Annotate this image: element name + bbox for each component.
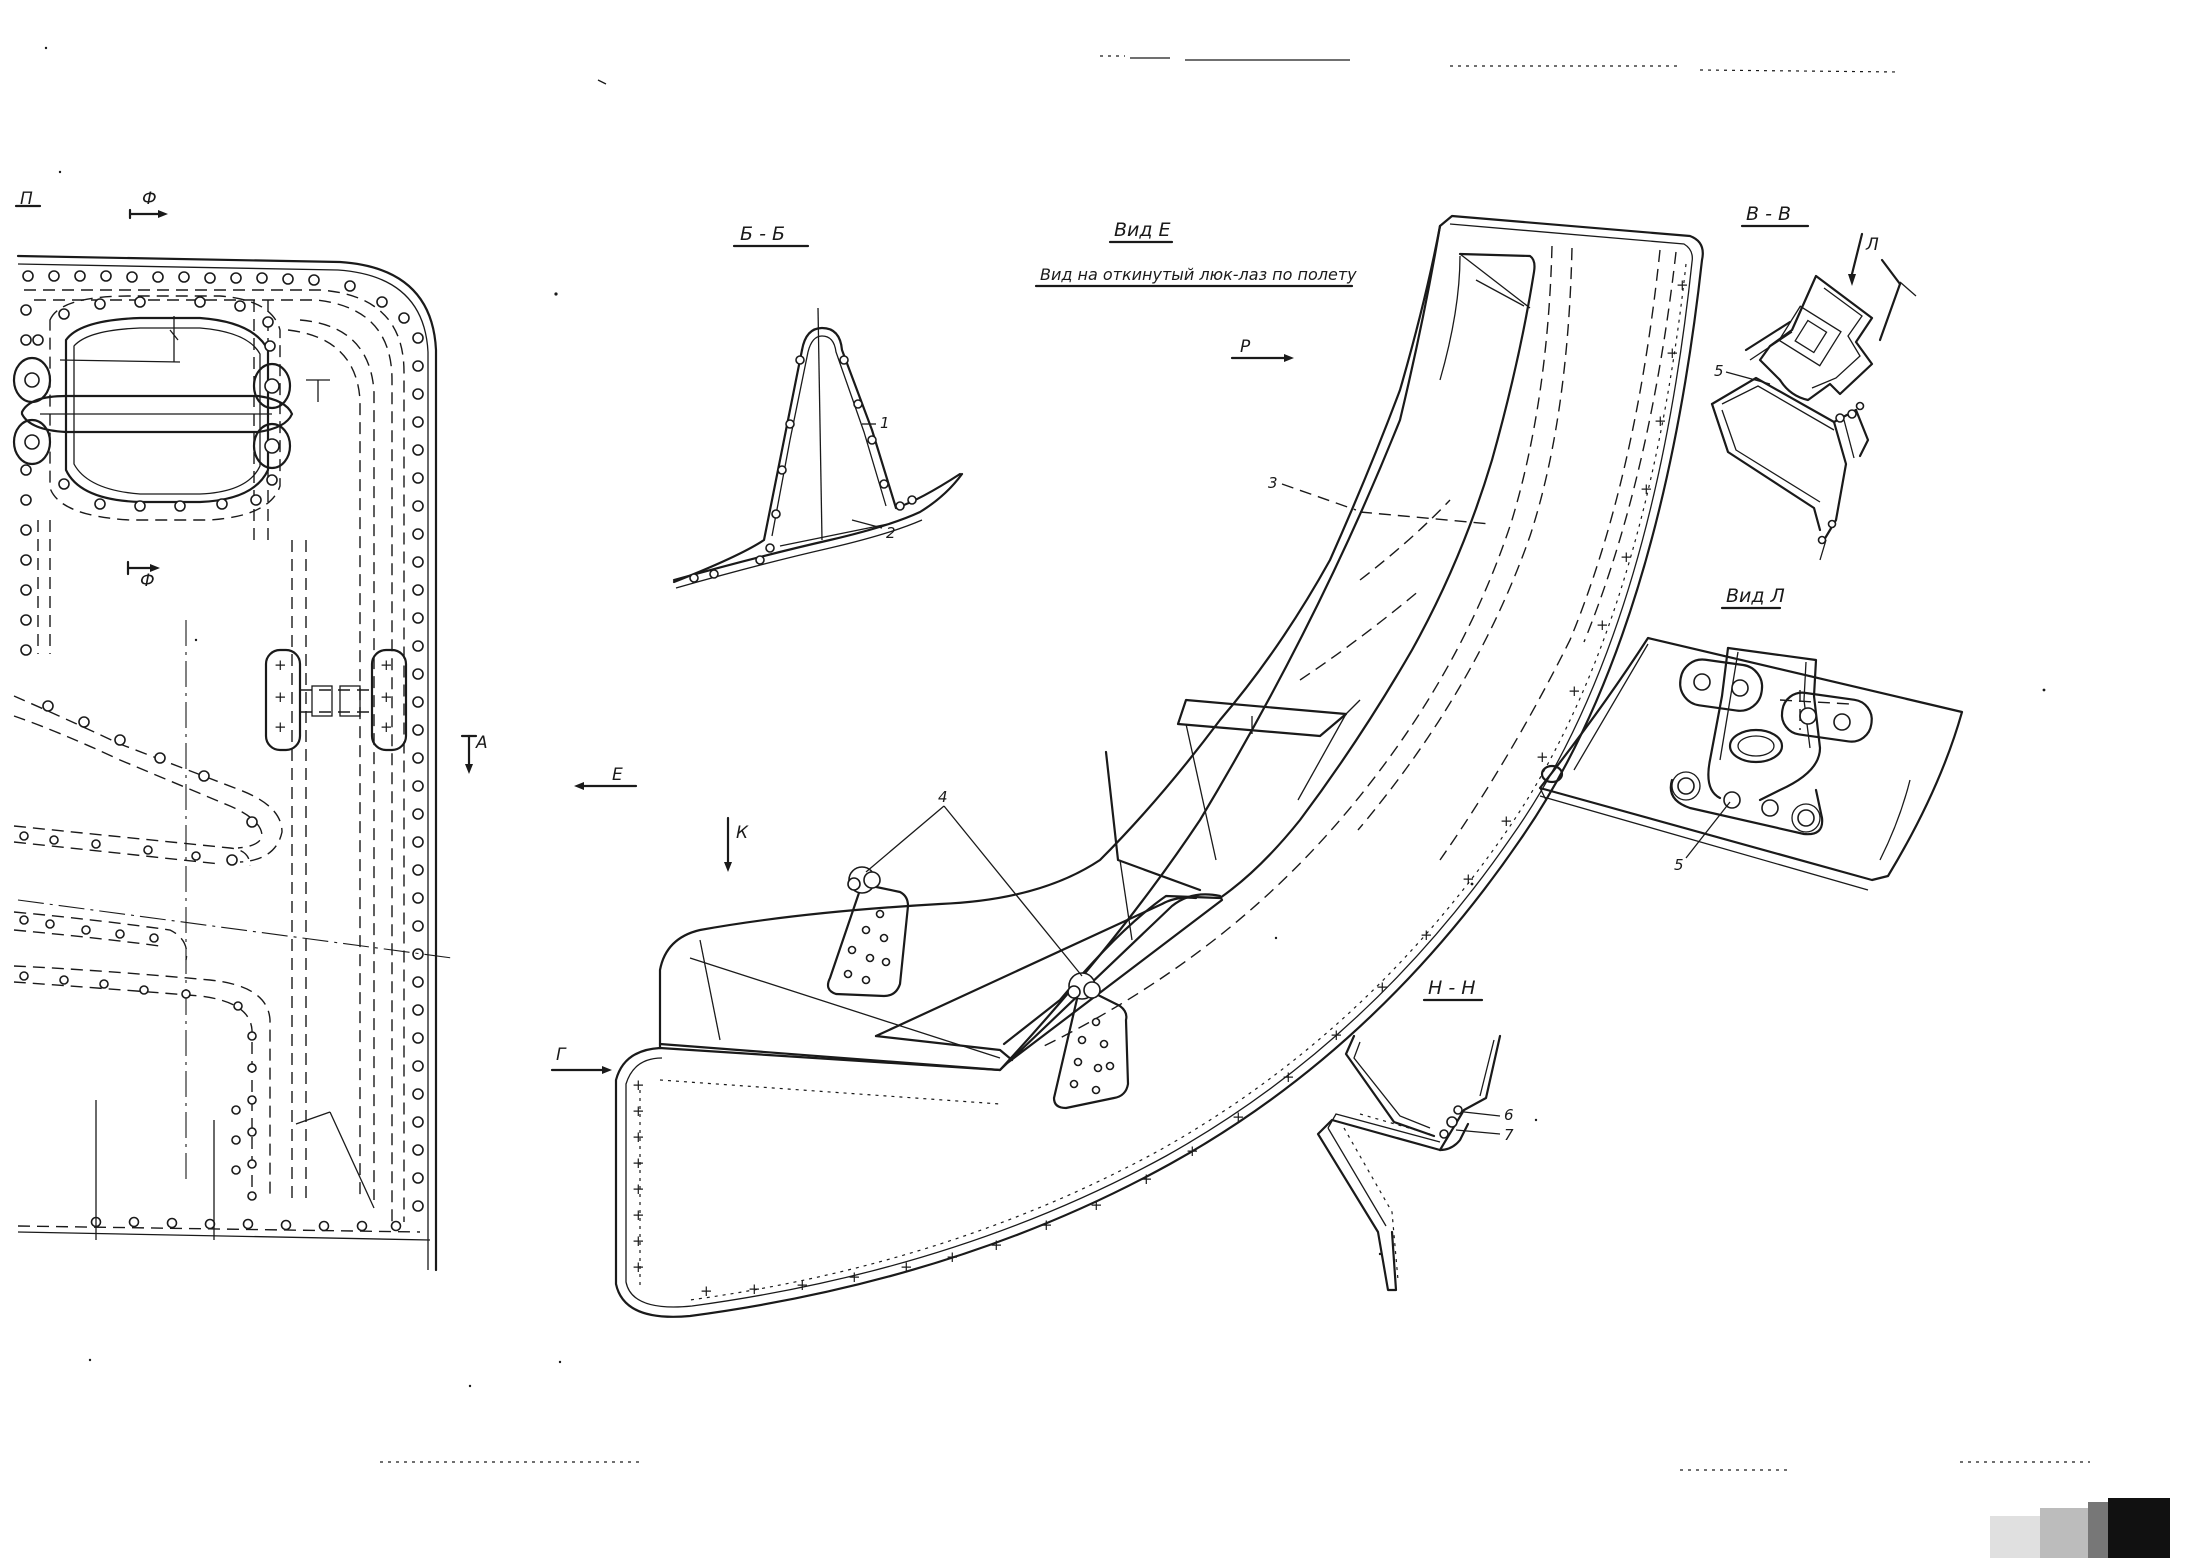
svg-text:+: + — [380, 656, 393, 674]
svg-text:+: + — [1620, 548, 1633, 566]
top-left-view-marker: П — [20, 189, 33, 209]
svg-text:+: + — [274, 656, 287, 674]
section-bb-view: Б - Б 1 — [672, 223, 964, 589]
svg-text:+: + — [946, 1248, 959, 1266]
svg-text:+: + — [1596, 616, 1609, 634]
scan-corner-artifact — [1990, 1498, 2170, 1558]
hatch-panel-view: Ф Ф П А — [12, 189, 488, 1272]
section-nn-view: Н - Н 6 7 — [1316, 977, 1514, 1292]
section-nn-title: Н - Н — [1428, 977, 1476, 999]
frame-plus-rivets: + + + + + + + + + + + + + + + + + + + + … — [632, 276, 1689, 1300]
svg-text:+: + — [1654, 412, 1667, 430]
arrow-a-label: А — [475, 733, 488, 753]
svg-text:+: + — [1090, 1196, 1103, 1214]
arrow-k-marker: К — [724, 816, 749, 872]
section-nn-callout-6: 6 — [1504, 1106, 1514, 1124]
svg-text:+: + — [1140, 1170, 1153, 1188]
svg-text:+: + — [1536, 748, 1549, 766]
svg-text:+: + — [274, 688, 287, 706]
arrow-g-label: Г — [556, 1045, 567, 1065]
arrow-l-label: Л — [1865, 235, 1879, 255]
section-phi-bottom-label: Ф — [140, 571, 155, 591]
view-e-title: Вид Е — [1114, 219, 1171, 241]
svg-text:+: + — [632, 1258, 645, 1276]
svg-text:+: + — [1640, 480, 1653, 498]
view-l: Вид Л 5 — [1538, 585, 1964, 891]
arrow-r-label: Р — [1240, 337, 1251, 357]
svg-text:+: + — [990, 1236, 1003, 1254]
svg-text:+: + — [1282, 1068, 1295, 1086]
hinge-plate-lower — [1052, 972, 1130, 1110]
svg-text:+: + — [274, 718, 287, 736]
svg-text:+: + — [900, 1258, 913, 1276]
diagonal-frame — [13, 695, 283, 866]
svg-text:+: + — [632, 1102, 645, 1120]
svg-text:+: + — [632, 1076, 645, 1094]
arrow-e-label: Е — [612, 765, 623, 785]
svg-text:+: + — [632, 1128, 645, 1146]
sheet-border-fragments — [380, 55, 2090, 1471]
view-e-callout-3: 3 — [1268, 474, 1278, 492]
svg-text:+: + — [1500, 812, 1513, 830]
arrow-g-marker: Г — [550, 1045, 612, 1074]
svg-text:+: + — [796, 1276, 809, 1294]
svg-text:+: + — [632, 1180, 645, 1198]
view-e-caption: Вид на откинутый люк-лаз по полету — [1040, 265, 1357, 284]
section-bb-callout-1: 1 — [880, 414, 890, 432]
arrow-e-marker: Е — [574, 765, 638, 790]
arrow-k-label: К — [736, 823, 749, 843]
svg-text:+: + — [1186, 1142, 1199, 1160]
rim-rivets — [20, 270, 424, 1232]
svg-text:+: + — [748, 1280, 761, 1298]
panel-hinge-fittings: + + + + + + — [264, 648, 408, 752]
scan-specks — [44, 46, 2046, 1388]
section-nn-callout-7: 7 — [1504, 1126, 1514, 1144]
section-bb-rivets — [689, 355, 917, 583]
svg-text:+: + — [700, 1282, 713, 1300]
lower-channels — [13, 825, 271, 1201]
section-vv-title: В - В — [1746, 203, 1791, 225]
hinge-plate-upper — [826, 866, 910, 998]
section-vv-view: В - В Л 5 — [1710, 203, 1917, 561]
svg-text:+: + — [1666, 344, 1679, 362]
svg-text:+: + — [632, 1206, 645, 1224]
section-phi-top-label: Ф — [142, 189, 157, 209]
svg-text:+: + — [1462, 870, 1475, 888]
view-e: Вид Е Вид на откинутый люк-лаз по полету… — [550, 214, 1704, 1318]
svg-text:+: + — [1568, 682, 1581, 700]
section-phi-markers: Ф Ф — [126, 189, 168, 591]
svg-text:+: + — [1376, 978, 1389, 996]
section-bb-title: Б - Б — [740, 223, 785, 245]
svg-text:+: + — [1330, 1026, 1343, 1044]
svg-text:+: + — [848, 1268, 861, 1286]
svg-text:+: + — [1676, 276, 1689, 294]
svg-text:+: + — [380, 718, 393, 736]
arrow-a-marker: А — [460, 733, 488, 774]
arrow-r-marker: Р — [1230, 337, 1294, 362]
view-l-title: Вид Л — [1726, 585, 1785, 607]
svg-text:+: + — [1040, 1216, 1053, 1234]
svg-text:+: + — [632, 1154, 645, 1172]
view-e-callout-4: 4 — [938, 788, 948, 806]
svg-text:+: + — [632, 1232, 645, 1250]
svg-text:+: + — [1420, 926, 1433, 944]
view-l-callout-5: 5 — [1674, 856, 1684, 874]
section-vv-callout-5: 5 — [1714, 362, 1724, 380]
handle-recess — [12, 295, 294, 521]
svg-text:+: + — [380, 688, 393, 706]
svg-text:+: + — [1232, 1108, 1245, 1126]
section-bb-callout-2: 2 — [886, 524, 896, 542]
